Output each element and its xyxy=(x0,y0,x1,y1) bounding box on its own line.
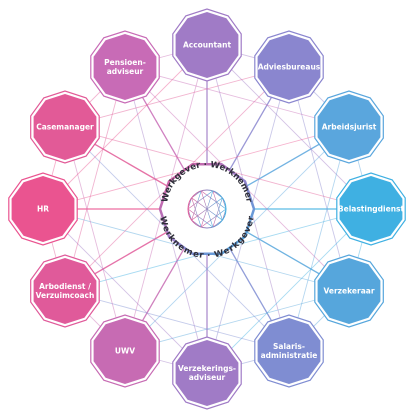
globe-line xyxy=(191,219,202,228)
connection-line xyxy=(64,66,290,128)
node-label-line: adviseur xyxy=(189,373,226,382)
node-casemanager: Casemanager xyxy=(30,90,100,164)
globe-line xyxy=(200,208,227,228)
globe-line xyxy=(222,197,227,210)
node-verzekeraar: Verzekeraar xyxy=(314,254,384,328)
node-shape xyxy=(257,34,321,100)
node-shape xyxy=(175,340,239,406)
globe-line xyxy=(187,190,214,210)
node-label-line: administratie xyxy=(261,351,318,360)
node-label-line: Belastingdienst xyxy=(338,205,405,214)
node-shape xyxy=(317,94,381,160)
node-label-line: Arbodienst / xyxy=(39,282,91,291)
globe-line xyxy=(212,197,223,228)
connection-line xyxy=(64,126,126,352)
stakeholder-nodes: AccountantAdviesbureausArbeidsjuristBela… xyxy=(8,8,406,410)
node-shape xyxy=(175,12,239,78)
node-shape xyxy=(33,258,97,324)
node-label-line: HR xyxy=(37,205,49,214)
node-label-line: adviseur xyxy=(107,67,144,76)
connection-line xyxy=(42,44,208,210)
node-shape xyxy=(11,176,75,242)
node-shape xyxy=(33,94,97,160)
node-label-line: Verzuimcoach xyxy=(36,291,95,300)
connection-line xyxy=(124,290,350,352)
node-label: Belastingdienst xyxy=(338,205,405,214)
globe-line xyxy=(187,197,192,210)
node-shape xyxy=(257,318,321,384)
node-accountant: Accountant xyxy=(172,8,242,82)
node-label-line: Pensioen- xyxy=(104,58,146,67)
globe-line xyxy=(191,197,223,221)
node-label: Salaris-administratie xyxy=(261,342,318,360)
node-uwv: UWV xyxy=(90,314,160,388)
node-label-line: Verzekerings- xyxy=(178,364,236,373)
node-shape xyxy=(317,258,381,324)
connection-line xyxy=(42,208,208,374)
node-label: UWV xyxy=(115,347,135,356)
globe-line xyxy=(212,219,223,228)
node-label-line: Salaris- xyxy=(273,342,305,351)
connection-line xyxy=(288,66,350,292)
node-label-line: Adviesbureaus xyxy=(258,62,321,71)
node-label: Accountant xyxy=(183,41,232,50)
globe-line xyxy=(191,190,202,221)
node-arbeidsjurist: Arbeidsjurist xyxy=(314,90,384,164)
node-label-line: Casemanager xyxy=(36,123,94,132)
node-shape xyxy=(339,176,403,242)
node-label: Casemanager xyxy=(36,123,94,132)
node-label: Arbodienst /Verzuimcoach xyxy=(36,282,95,300)
node-label: HR xyxy=(37,205,49,214)
node-label: Verzekeraar xyxy=(324,287,375,296)
node-verzekeringsadviseur: Verzekerings-adviseur xyxy=(172,336,242,410)
node-label-line: Accountant xyxy=(183,41,232,50)
connection-line xyxy=(288,126,350,352)
node-salarisadministratie: Salaris-administratie xyxy=(254,314,324,388)
globe-line xyxy=(191,197,202,228)
node-belastingdienst: Belastingdienst xyxy=(336,172,406,246)
node-shape xyxy=(93,34,157,100)
connection-line xyxy=(206,208,372,374)
node-label: Pensioen-adviseur xyxy=(104,58,146,76)
connection-line xyxy=(64,66,126,292)
globe-line xyxy=(187,208,192,221)
node-arbodienst: Arbodienst /Verzuimcoach xyxy=(30,254,100,328)
node-label: Arbeidsjurist xyxy=(322,123,377,132)
globe-icon xyxy=(187,189,227,229)
globe-line xyxy=(187,208,214,228)
connection-line xyxy=(64,290,290,352)
node-label: Adviesbureaus xyxy=(258,62,321,71)
globe-line xyxy=(212,190,223,221)
node-hr: HR xyxy=(8,172,78,246)
node-adviesbureaus: Adviesbureaus xyxy=(254,30,324,104)
globe-line xyxy=(200,190,227,210)
connection-line xyxy=(206,44,372,210)
connection-line xyxy=(124,66,350,128)
globe-line xyxy=(222,208,227,221)
globe-line xyxy=(212,190,223,199)
globe-outline xyxy=(187,189,227,229)
node-pensioenadviseur: Pensioen-adviseur xyxy=(90,30,160,104)
node-shape xyxy=(93,318,157,384)
globe-line xyxy=(191,190,202,199)
node-label: Verzekerings-adviseur xyxy=(178,364,236,382)
node-label-line: UWV xyxy=(115,347,135,356)
node-label-line: Verzekeraar xyxy=(324,287,375,296)
node-label-line: Arbeidsjurist xyxy=(322,123,377,132)
